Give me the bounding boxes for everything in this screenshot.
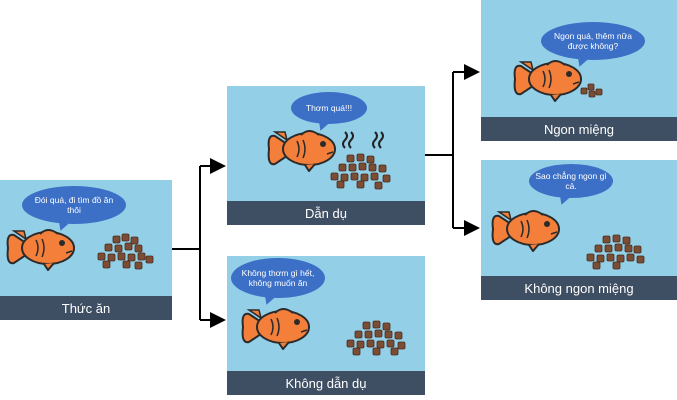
panel-food: Đói quá, đi tìm đồ ăn thôi Thức ăn	[0, 180, 172, 320]
fish-icon	[6, 229, 75, 271]
fish-icon	[241, 308, 310, 350]
speech-bubble: Thơm quá!!!	[291, 92, 367, 124]
speech-bubble: Không thơm gì hết, không muốn ăn	[231, 258, 325, 298]
speech-bubble: Ngon quá, thêm nữa được không?	[541, 22, 645, 60]
fish-food-pellets-icon	[330, 153, 391, 190]
panel-not-tasty: Sao chẳng ngon gì cả. Không ngon miệng	[481, 160, 677, 300]
panel-lure: Thơm quá!!! Dẫn dụ	[227, 86, 425, 225]
fish-food-pellets-icon	[580, 83, 603, 98]
speech-bubble: Đói quá, đi tìm đồ ăn thôi	[22, 186, 126, 224]
fish-icon	[491, 210, 560, 252]
fish-food-pellets-icon	[346, 320, 406, 356]
panel-caption: Không ngon miệng	[481, 276, 677, 300]
speech-bubble: Sao chẳng ngon gì cả.	[529, 164, 613, 198]
fish-food-pellets-icon	[97, 233, 154, 270]
panel-tasty: Ngon quá, thêm nữa được không? Ngon miện…	[481, 0, 677, 141]
smell-waves-icon	[342, 131, 384, 149]
panel-caption: Ngon miệng	[481, 117, 677, 141]
fish-icon	[513, 60, 582, 102]
panel-caption: Không dẫn dụ	[227, 371, 425, 395]
panel-caption: Dẫn dụ	[227, 201, 425, 225]
fish-food-pellets-icon	[586, 234, 645, 270]
panel-no-lure: Không thơm gì hết, không muốn ăn Không d…	[227, 256, 425, 395]
fish-icon	[267, 130, 336, 172]
panel-caption: Thức ăn	[0, 296, 172, 320]
